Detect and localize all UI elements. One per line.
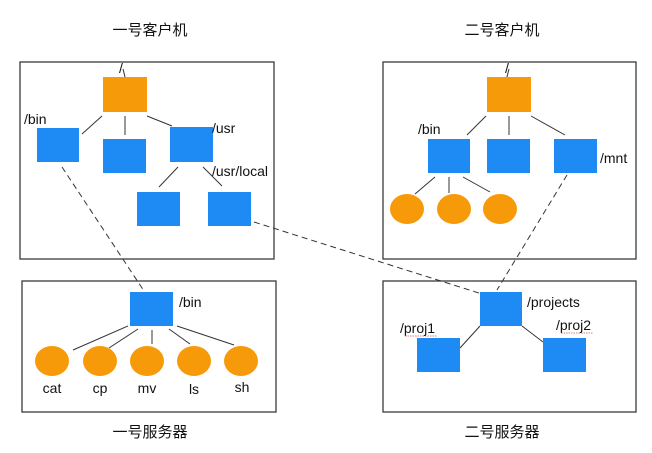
client1-edge-usr-left <box>158 166 179 188</box>
server1-file-cat[interactable] <box>35 346 69 376</box>
client2-bin-label: /bin <box>418 121 441 137</box>
client1-edge-root-bin <box>81 115 103 135</box>
server1-file-label-cp: cp <box>93 380 108 396</box>
server1-title: 一号服务器 <box>112 423 187 441</box>
client1-title: 一号客户机 <box>112 21 187 39</box>
client1-root-tick <box>122 68 126 78</box>
client2-middle-node[interactable] <box>487 139 530 173</box>
server2-title: 二号服务器 <box>464 423 539 441</box>
client2-edge-bin-file1 <box>414 176 436 195</box>
client2-root-tick <box>506 68 510 78</box>
server1-edge-bin-cat <box>72 325 129 351</box>
server1-file-label-cat: cat <box>43 380 62 396</box>
client2-edge-bin-file3 <box>462 176 491 193</box>
server1-file-sh[interactable] <box>224 346 258 376</box>
client1-root-node[interactable] <box>103 77 147 112</box>
client1-middle-node[interactable] <box>103 139 146 173</box>
server2-edge-projects-proj1 <box>459 325 481 349</box>
client2-file-node[interactable] <box>437 194 471 224</box>
client2-root-label: / <box>505 60 509 76</box>
client2-root-node[interactable] <box>487 77 531 112</box>
client1-root-label: / <box>119 60 123 76</box>
server1-file-cp[interactable] <box>83 346 117 376</box>
client1-usr-node[interactable] <box>170 127 213 162</box>
client1-usr-local-node[interactable] <box>208 192 251 226</box>
client1-edge-root-usr <box>146 115 173 127</box>
client2-edge-root-bin <box>466 115 487 136</box>
server1-bin-label: /bin <box>179 294 202 310</box>
client1-edge-usr-local <box>202 166 223 187</box>
server1-bin-node[interactable] <box>130 292 173 326</box>
client2-file-node[interactable] <box>390 194 424 224</box>
server1-file-label-mv: mv <box>138 380 157 396</box>
client2-edge-root-mnt <box>530 115 566 136</box>
server2-edge-projects-proj2 <box>521 325 544 343</box>
mount-link-server1-bin-to-client1-bin <box>61 166 145 292</box>
client1-tree: / /bin /usr /usr/local <box>24 60 268 226</box>
server1-edge-bin-ls <box>168 328 191 345</box>
server2-projects-label: /projects <box>527 294 580 310</box>
server1-file-ls[interactable] <box>177 346 211 376</box>
server2-proj1-label: /proj1 <box>400 320 435 336</box>
server2-projects-node[interactable] <box>480 292 522 326</box>
client2-bin-node[interactable] <box>428 139 470 173</box>
mount-link-server2-projects-to-client2-mnt <box>496 174 568 291</box>
client2-title: 二号客户机 <box>464 21 539 39</box>
server2-proj2-label: /proj2 <box>556 317 591 333</box>
client2-file-node[interactable] <box>483 194 517 224</box>
client1-bin-label: /bin <box>24 111 47 127</box>
client2-tree: / /bin /mnt <box>390 60 627 224</box>
server1-edge-bin-sh <box>176 325 235 346</box>
client2-mnt-node[interactable] <box>554 139 597 173</box>
client1-bin-node[interactable] <box>37 128 79 162</box>
client1-usr-local-label: /usr/local <box>212 163 268 179</box>
server2-tree: /projects /proj1 /proj2 <box>400 292 593 372</box>
server1-file-mv[interactable] <box>130 346 164 376</box>
server1-tree: /bin cat cp mv ls sh <box>35 292 258 397</box>
client1-usr-child-node[interactable] <box>137 192 180 226</box>
server1-file-label-ls: ls <box>189 381 199 397</box>
server2-proj2-node[interactable] <box>543 338 586 372</box>
server1-file-label-sh: sh <box>235 379 250 395</box>
client1-usr-label: /usr <box>212 120 236 136</box>
server1-edge-bin-cp <box>108 328 139 349</box>
client2-mnt-label: /mnt <box>600 150 627 166</box>
server2-proj1-node[interactable] <box>417 338 460 372</box>
